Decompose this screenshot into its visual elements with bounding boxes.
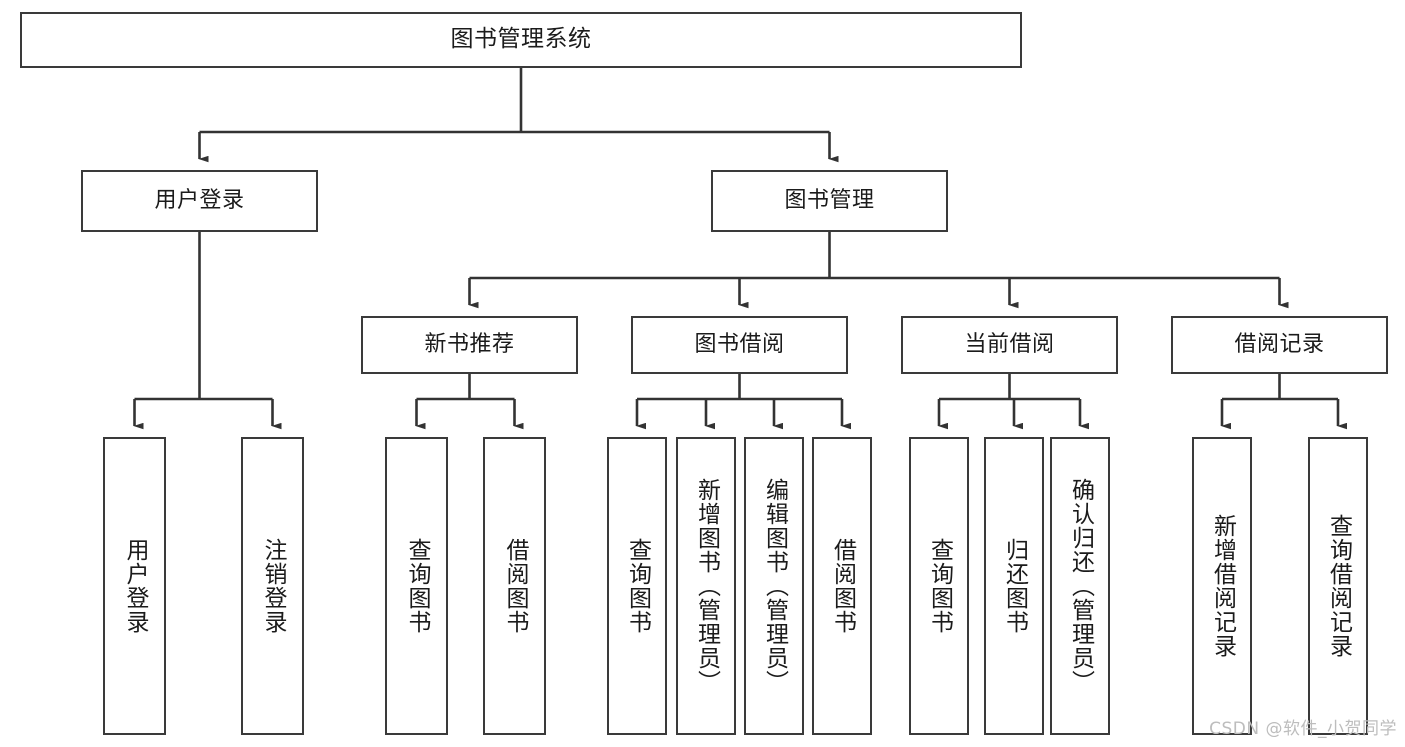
node-leaf-borrow-book-bb: 借阅图书	[812, 437, 872, 735]
node-leaf-return-book: 归还图书	[984, 437, 1044, 735]
node-leaf-add-record: 新增借阅记录	[1192, 437, 1252, 735]
node-label: 查询图书	[403, 538, 430, 634]
node-label: 借阅图书	[501, 538, 528, 634]
node-label: 新书推荐	[424, 332, 515, 358]
node-label: 注销登录	[259, 538, 286, 634]
node-leaf-user-login: 用户登录	[103, 437, 166, 735]
node-leaf-query-book-bb: 查询图书	[607, 437, 667, 735]
node-label: 查询借阅记录	[1325, 514, 1352, 658]
node-label: 新增借阅记录	[1209, 514, 1236, 658]
node-label: 用户登录	[154, 188, 245, 214]
node-label: 借阅图书	[829, 538, 856, 634]
node-leaf-borrow-book-nbr: 借阅图书	[483, 437, 546, 735]
node-leaf-query-book-nbr: 查询图书	[385, 437, 448, 735]
node-label: 图书管理系统	[450, 26, 592, 53]
node-leaf-query-record: 查询借阅记录	[1308, 437, 1368, 735]
node-book-borrow: 图书借阅	[631, 316, 848, 374]
node-label: 用户登录	[121, 538, 148, 634]
node-label: 当前借阅	[964, 332, 1055, 358]
node-leaf-query-book-cb: 查询图书	[909, 437, 969, 735]
node-label: 借阅记录	[1234, 332, 1325, 358]
node-label: 查询图书	[624, 538, 651, 634]
node-label: 查询图书	[926, 538, 953, 634]
node-label: 归还图书	[1001, 538, 1028, 634]
node-new-book-recommend: 新书推荐	[361, 316, 578, 374]
node-leaf-confirm-return: 确认归还（管理员）	[1050, 437, 1110, 735]
node-label: 编辑图书（管理员）	[761, 478, 788, 694]
node-book-manage: 图书管理	[711, 170, 948, 232]
watermark: CSDN @软件_小贺同学	[1209, 719, 1397, 739]
node-root-system: 图书管理系统	[20, 12, 1022, 68]
node-label: 图书借阅	[694, 332, 785, 358]
node-leaf-edit-book: 编辑图书（管理员）	[744, 437, 804, 735]
node-leaf-user-logout: 注销登录	[241, 437, 304, 735]
node-current-borrow: 当前借阅	[901, 316, 1118, 374]
node-label: 确认归还（管理员）	[1067, 478, 1094, 694]
node-borrow-record: 借阅记录	[1171, 316, 1388, 374]
node-label: 图书管理	[784, 188, 875, 214]
node-label: 新增图书（管理员）	[693, 478, 720, 694]
node-user-login: 用户登录	[81, 170, 318, 232]
node-leaf-add-book: 新增图书（管理员）	[676, 437, 736, 735]
